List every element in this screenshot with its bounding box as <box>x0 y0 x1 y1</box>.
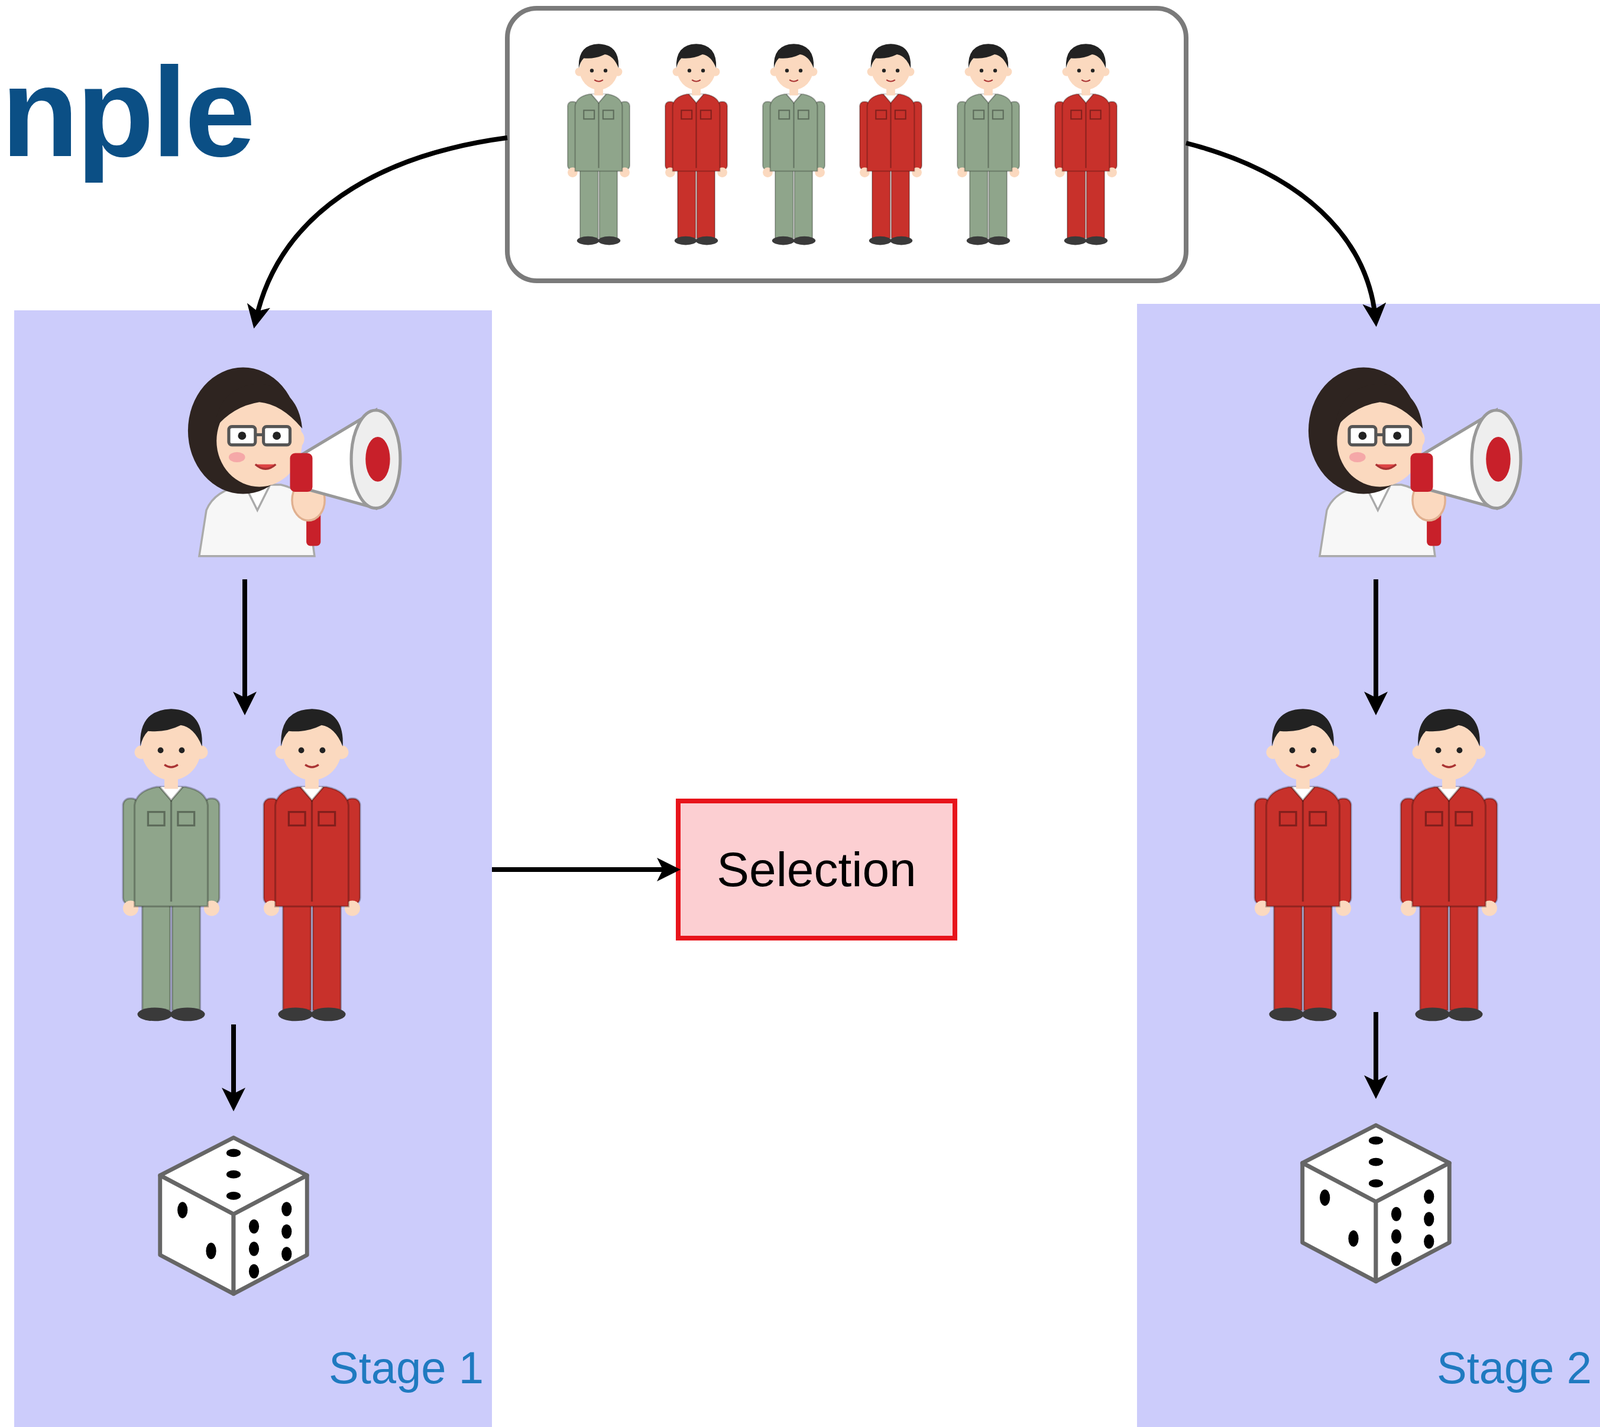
stage-illustrations <box>122 367 1521 1295</box>
population-box-part <box>957 43 1020 245</box>
stage-illustrations-part <box>1308 367 1521 557</box>
stage-illustrations-part <box>160 1138 308 1295</box>
flow-arrows-part <box>1373 579 1379 711</box>
stage-panel: Stage 1 <box>14 310 492 1427</box>
connector-arrow <box>491 867 676 873</box>
flow-arrows-part <box>1186 143 1376 323</box>
flow-arrows-part <box>254 137 508 325</box>
population-box-part <box>567 43 630 245</box>
stage-illustrations-part <box>263 708 361 1022</box>
population-box-part <box>665 43 728 245</box>
stage-illustrations-part <box>1254 708 1352 1022</box>
stage-illustrations-part <box>122 708 220 1022</box>
stage-panel: Stage 2 <box>1137 303 1600 1427</box>
stage-illustrations-part <box>1302 1125 1450 1282</box>
flow-arrows-part <box>1373 1012 1379 1095</box>
population-box-part <box>762 43 825 245</box>
flow-arrows-part <box>242 579 248 711</box>
flow-arrows-part <box>231 1024 236 1107</box>
stage-illustrations-part <box>188 367 401 557</box>
flow-arrows <box>233 137 1376 1107</box>
population-box-part <box>1054 43 1117 245</box>
stage-label: Stage 1 <box>328 1343 484 1394</box>
population-box-part <box>507 8 1187 281</box>
population-box <box>507 8 1187 281</box>
title-text: nple <box>1 48 254 176</box>
stage-label: Stage 2 <box>1436 1343 1592 1394</box>
population-box-part <box>859 43 922 245</box>
box-label: Selection <box>716 843 916 897</box>
stage-illustrations-part <box>1400 708 1498 1022</box>
process-box: Selection <box>675 798 958 941</box>
